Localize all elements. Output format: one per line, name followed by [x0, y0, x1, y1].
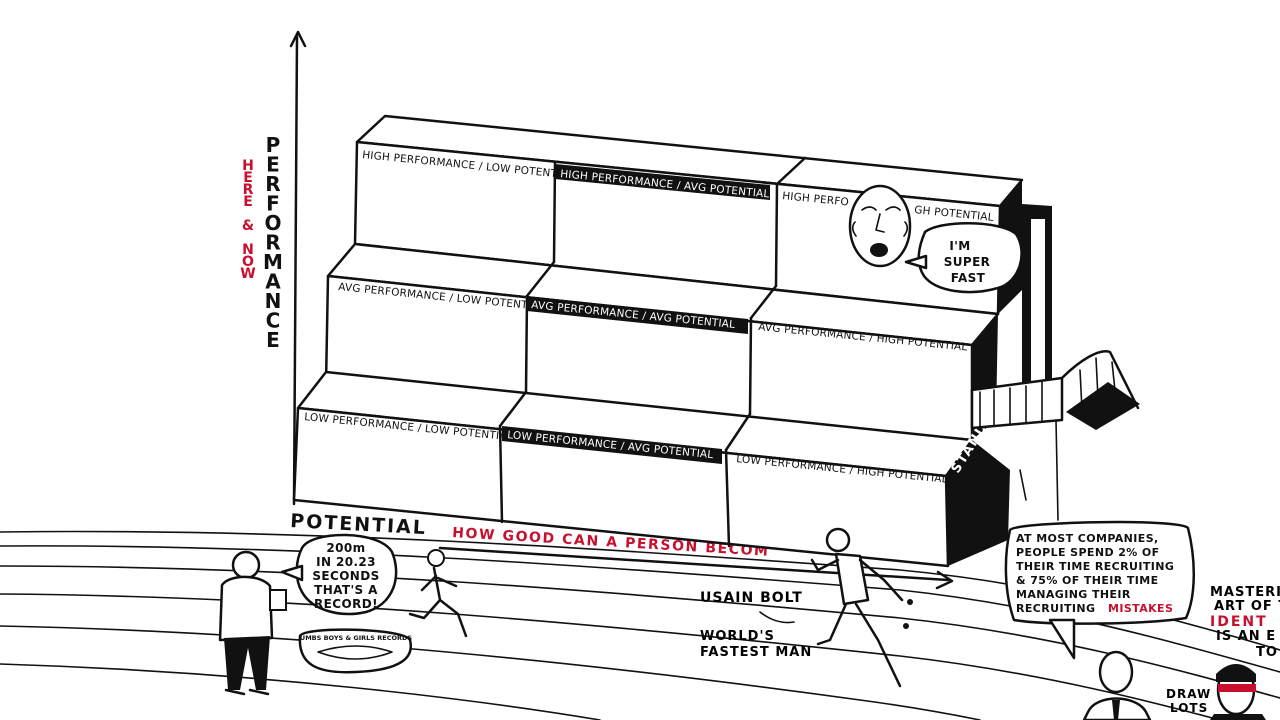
record-line-3: SECONDS [312, 569, 379, 583]
blindfolded-person-illustration [1210, 664, 1266, 720]
record-line-5: RECORD! [314, 597, 378, 611]
x-axis-arrowhead [935, 570, 954, 590]
y-axis-line [292, 34, 299, 506]
mastering-line-1: MASTERI [1210, 585, 1280, 600]
record-line-4: THAT'S A [314, 583, 378, 597]
coach-illustration [218, 550, 287, 696]
axes [289, 30, 954, 590]
stats-line-6: RECRUITING [1016, 602, 1095, 615]
records-plaque: UMBS BOYS & GIRLS RECORDS [298, 628, 412, 674]
record-line-2: IN 20.23 [316, 555, 376, 569]
bald-head-illustration [848, 184, 912, 268]
fast-line-1: I'M [949, 239, 970, 253]
usain-bolt-illustration [810, 527, 913, 688]
cell-avg-avg-band [527, 296, 748, 334]
record-line-1: 200m [326, 541, 365, 555]
performance-potential-grid: STAND HIGH PERFORMANCE / LOW POTENTIAL H… [292, 114, 1024, 568]
plaque-caption: UMBS BOYS & GIRLS RECORDS [300, 634, 412, 642]
mastering-line-3: IDENT [1210, 614, 1268, 630]
record-bubble: 200m IN 20.23 SECONDS THAT'S A RECORD! [280, 533, 398, 616]
stats-line-7: MISTAKES [1108, 602, 1173, 615]
stats-line-2: PEOPLE SPEND 2% OF [1016, 546, 1160, 559]
stats-line-3: THEIR TIME RECRUITING [1016, 560, 1174, 573]
stats-line-5: MANAGING THEIR [1016, 588, 1131, 601]
y-axis-arrowhead [289, 30, 307, 48]
mastering-line-2: ART OF T [1214, 599, 1280, 614]
stats-line-1: AT MOST COMPANIES, [1016, 532, 1159, 545]
fast-line-3: FAST [951, 271, 986, 285]
stats-line-4: & 75% OF THEIR TIME [1016, 574, 1159, 587]
manager-illustration [1082, 650, 1152, 720]
cell-high-avg-band [555, 164, 770, 200]
stats-bubble: AT MOST COMPANIES, PEOPLE SPEND 2% OF TH… [1004, 520, 1195, 660]
cell-low-avg-band [502, 426, 722, 464]
bottom-step-side [946, 440, 1010, 566]
mastering-line-5: TO [1256, 645, 1278, 660]
draw-caption-2: LOTS [1170, 701, 1208, 715]
worlds-caption-1: WORLD'S [700, 629, 775, 644]
usain-bolt-caption: USAIN BOLT [700, 590, 803, 606]
mastering-line-4: IS AN E [1216, 629, 1276, 644]
super-fast-bubble: I'M SUPER FAST [904, 222, 1023, 294]
fast-line-2: SUPER [944, 255, 991, 269]
usain-arrow [759, 611, 795, 624]
worlds-caption-2: FASTEST MAN [700, 645, 812, 660]
small-runner-illustration [408, 549, 468, 638]
mastering-text: MASTERI ART OF T IDENT IS AN E TO [1210, 585, 1280, 660]
x-axis-line [438, 546, 950, 582]
stand-tower [970, 204, 1140, 521]
draw-caption-1: DRAW [1166, 687, 1211, 701]
